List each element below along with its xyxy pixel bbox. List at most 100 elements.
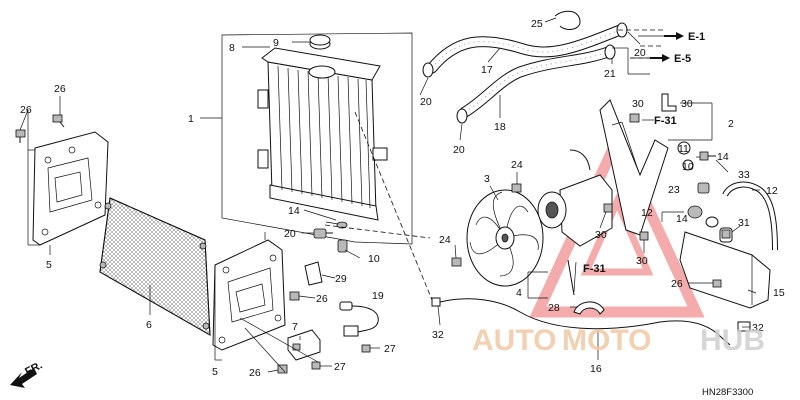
harness-17 <box>439 298 731 346</box>
bolt-30-top <box>629 113 640 123</box>
nut-24-upper <box>511 183 522 193</box>
label-3: 3 <box>484 173 490 185</box>
label-27-a: 27 <box>384 343 396 355</box>
bolt-15-right <box>699 151 716 161</box>
watermark-moto: MOTO <box>562 324 651 357</box>
bolt-26-right <box>712 279 722 288</box>
label-32-right: 32 <box>752 322 764 334</box>
label-2: 2 <box>728 118 734 130</box>
ref-e1: E-1 <box>688 31 705 43</box>
label-20-d: 21 <box>604 68 616 80</box>
label-10: 10 <box>368 253 380 265</box>
harness-end-32-left <box>431 297 441 307</box>
clip-25 <box>554 10 581 30</box>
bolt-30-low <box>639 231 649 241</box>
label-1: 1 <box>188 113 194 125</box>
label-5-upper: 5 <box>46 259 52 271</box>
lower-hose-19 <box>459 46 614 118</box>
label-9: 9 <box>273 37 279 49</box>
ref-f31-lower: F-31 <box>583 263 606 275</box>
label-26-top: 26 <box>54 83 66 95</box>
rubber-10 <box>337 239 348 253</box>
label-11: 11 <box>678 143 689 155</box>
label-6: 6 <box>146 319 152 331</box>
bolt-26-mid <box>289 291 300 301</box>
bolt-27-a <box>361 344 371 353</box>
relay-7 <box>287 329 321 361</box>
wire-21 <box>339 301 379 337</box>
label-5-lower: 5 <box>212 366 218 378</box>
label-20-c: 20 <box>634 47 646 59</box>
cap-23 <box>697 182 710 194</box>
label-20-a: 20 <box>420 96 432 108</box>
clip-29-upper <box>661 93 677 112</box>
label-10-right: 10 <box>682 161 694 173</box>
radiator-assembly-box <box>221 32 413 245</box>
label-13: 12 <box>641 207 653 219</box>
label-30-low: 30 <box>636 255 648 267</box>
label-30-mid: 30 <box>595 229 607 241</box>
fan-bracket <box>599 99 669 236</box>
drain-bolt-22 <box>313 228 333 239</box>
watermark-triangle-inner <box>580 193 654 276</box>
label-31: 31 <box>738 217 750 229</box>
label-22: 20 <box>284 228 296 240</box>
label-24-upper: 24 <box>511 159 523 171</box>
label-24-lower: 24 <box>439 234 451 246</box>
washer-11 <box>336 221 348 229</box>
hose-clamp-20-b <box>456 108 468 124</box>
label-20-b: 20 <box>453 144 465 156</box>
label-12: 12 <box>766 185 778 197</box>
label-27-b: 27 <box>334 361 346 373</box>
label-26-right: 26 <box>671 278 683 290</box>
label-14: 14 <box>676 213 688 225</box>
label-30-top: 30 <box>632 98 644 110</box>
label-29-upper: 30 <box>681 98 693 110</box>
washer-10-right <box>682 159 694 171</box>
nut-24-lower <box>451 257 462 267</box>
label-26-bottom: 26 <box>249 367 261 379</box>
label-26-top-left: 26 <box>20 104 32 116</box>
ref-arrows <box>650 32 684 62</box>
label-21: 19 <box>372 290 384 302</box>
cooling-fan <box>466 189 544 287</box>
leader-lines <box>19 17 760 373</box>
label-8: 8 <box>229 42 235 54</box>
labels: 26 26 5 6 1 8 9 14 20 10 5 29 26 19 7 27… <box>20 18 785 398</box>
bolt-30-mid <box>603 203 613 213</box>
radiator-mesh-screen <box>99 197 211 336</box>
watermark-auto: AUTO <box>472 324 556 357</box>
bolt-31 <box>721 229 731 239</box>
harness-end-32-right <box>737 321 751 332</box>
watermark-hub: HUB <box>700 324 765 357</box>
hose-clamp-20-d <box>604 44 616 60</box>
left-shroud-panel <box>32 131 109 246</box>
label-25: 25 <box>531 18 543 30</box>
label-17: 16 <box>590 363 602 375</box>
washer-11-right <box>677 141 691 155</box>
front-arrow <box>10 368 37 388</box>
overflow-hose-12 <box>722 181 778 251</box>
label-15: 14 <box>288 205 300 217</box>
label-16: 15 <box>773 287 785 299</box>
hose-clamp-20-a <box>422 62 434 78</box>
watermark-text: AUTO MOTO HUB <box>472 324 765 357</box>
clip-29-lower <box>304 261 323 286</box>
front-label: FR. <box>23 359 44 378</box>
label-32-left: 32 <box>432 329 444 341</box>
label-33: 33 <box>738 169 750 181</box>
upper-hose-18 <box>426 24 626 74</box>
diagram-code: HN28F3300 <box>702 387 753 398</box>
ref-e5: E-5 <box>674 53 691 65</box>
lower-shroud-panel <box>212 239 286 351</box>
label-26-mid: 26 <box>316 293 328 305</box>
ref-f31-upper: F-31 <box>654 115 677 127</box>
bolt-27-b <box>311 361 321 370</box>
label-28: 28 <box>548 302 560 314</box>
bolt-26-top <box>15 129 26 143</box>
radiator-cap <box>309 34 331 50</box>
label-15-right: 14 <box>717 151 729 163</box>
fan-motor <box>537 149 613 296</box>
